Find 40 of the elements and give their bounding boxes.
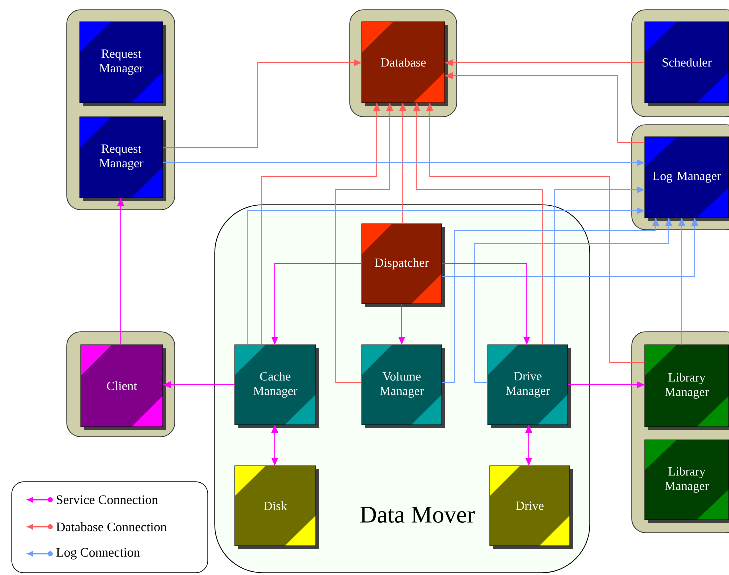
arrow — [262, 102, 380, 346]
process-box: Scheduler — [644, 22, 729, 106]
arrow — [400, 102, 406, 224]
arrow — [272, 264, 362, 346]
arrow — [678, 218, 686, 346]
process-box: Database — [362, 22, 448, 106]
arrow — [162, 382, 236, 388]
arrow — [118, 198, 124, 346]
arrow — [248, 208, 646, 346]
process-box: Library Manager — [644, 440, 729, 523]
arrow — [398, 304, 406, 346]
arrow — [444, 72, 646, 144]
arrow — [442, 218, 660, 384]
process-box: Volume Manager — [362, 344, 445, 428]
arrow — [336, 102, 394, 384]
process-box: Dispatcher — [362, 224, 445, 307]
arrow — [162, 60, 362, 148]
arrow — [272, 424, 278, 466]
arrow — [568, 382, 646, 388]
arrow — [444, 60, 646, 66]
arrow — [554, 186, 646, 346]
arrow — [162, 160, 646, 166]
process-box: Disk — [234, 466, 319, 549]
process-box: Cache Manager — [234, 344, 319, 428]
process-box: Request Manager — [80, 116, 166, 201]
arrow — [474, 218, 672, 384]
legend-label: Log Connection — [56, 548, 140, 560]
process-box: Request Manager — [80, 22, 166, 106]
arrow — [442, 264, 530, 346]
legend-label: Database Connection — [56, 522, 167, 532]
arrow — [526, 424, 532, 466]
arrow — [414, 102, 544, 346]
process-box: Library Manager — [644, 344, 729, 430]
process-box: Client — [80, 344, 166, 430]
process-box: Log Manager — [644, 136, 729, 221]
process-box: Drive Manager — [488, 344, 571, 428]
process-box: Drive — [490, 466, 573, 549]
legend-label: Service Connection — [57, 496, 158, 504]
arrow — [426, 102, 646, 364]
arrow — [442, 218, 698, 278]
